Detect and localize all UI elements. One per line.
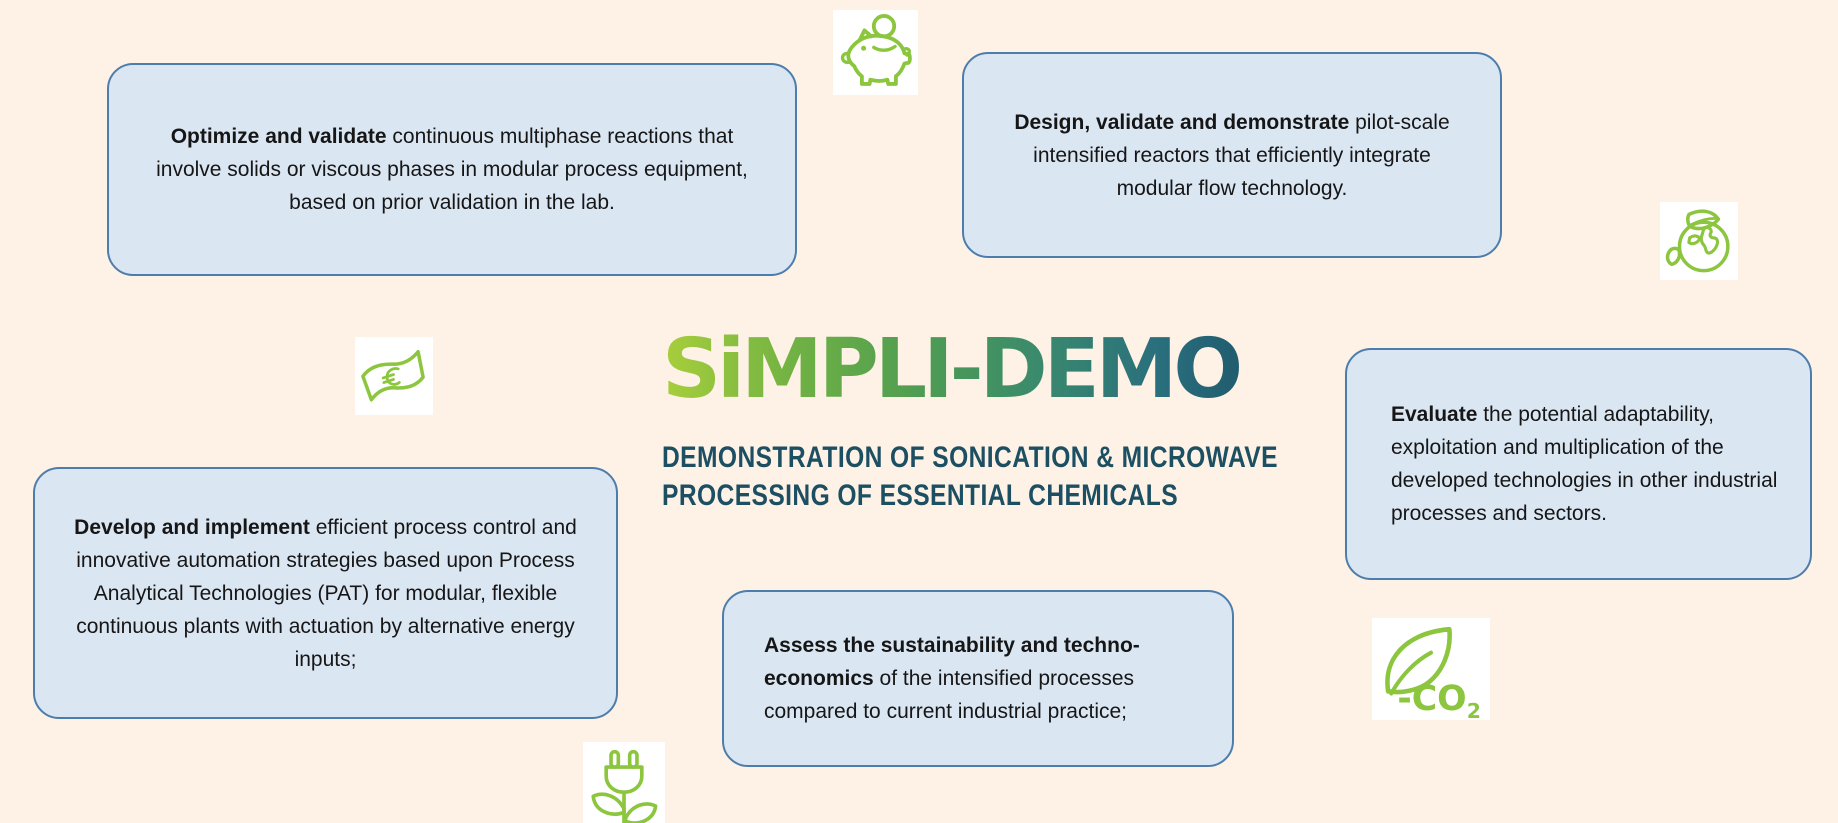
objective-design-bold: Design, validate and demonstrate [1014,110,1350,134]
logo-subtitle: DEMONSTRATION OF SONICATION & MICROWAVE … [662,439,1278,515]
objective-text-assess: Assess the sustainability and techno-eco… [764,629,1202,728]
piggy-bank-icon [833,10,918,95]
objective-develop-rest: efficient process control and innovative… [76,515,577,671]
objective-box-assess: Assess the sustainability and techno-eco… [722,590,1234,767]
objective-box-develop: Develop and implement efficient process … [33,467,618,719]
objective-assess-rest: of the intensified processes compared to… [764,667,1135,723]
objective-text-evaluate: Evaluate the potential adaptability, exp… [1391,398,1784,530]
objective-evaluate-bold: Evaluate [1391,403,1478,426]
objective-optimize-bold: Optimize and validate [170,125,387,148]
co2-subscript: 2 [1467,699,1481,720]
objective-design-rest: pilot-scale intensified reactors that ef… [1033,110,1450,200]
objective-develop-bold: Develop and implement [74,515,310,539]
euro-banknote-icon [355,337,433,415]
objective-evaluate-rest: the potential adaptability, exploitation… [1391,403,1778,525]
objective-box-evaluate: Evaluate the potential adaptability, exp… [1345,348,1812,580]
objective-assess-bold: Assess the sustainability and techno-eco… [764,634,1140,690]
objective-text-design: Design, validate and demonstrate pilot-s… [998,106,1466,205]
green-globe-icon [1660,202,1738,280]
objective-text-optimize: Optimize and validate continuous multiph… [147,120,757,219]
logo-subtitle-line2: PROCESSING OF ESSENTIAL CHEMICALS [662,479,1179,512]
objective-box-design: Design, validate and demonstrate pilot-s… [962,52,1502,258]
simpli-demo-logo: SiMPLI-DEMO DEMONSTRATION OF SONICATION … [662,322,1413,515]
logo-subtitle-line1: DEMONSTRATION OF SONICATION & MICROWAVE [662,441,1278,474]
co2-reduction-leaf-icon: -CO 2 [1372,618,1490,720]
logo-wordmark: SiMPLI-DEMO [662,322,1413,417]
objective-box-optimize: Optimize and validate continuous multiph… [107,63,797,276]
green-energy-plug-icon [583,742,665,823]
co2-label: -CO [1397,679,1466,719]
objective-optimize-rest: continuous multiphase reactions that inv… [156,125,748,214]
objective-text-develop: Develop and implement efficient process … [61,511,590,676]
